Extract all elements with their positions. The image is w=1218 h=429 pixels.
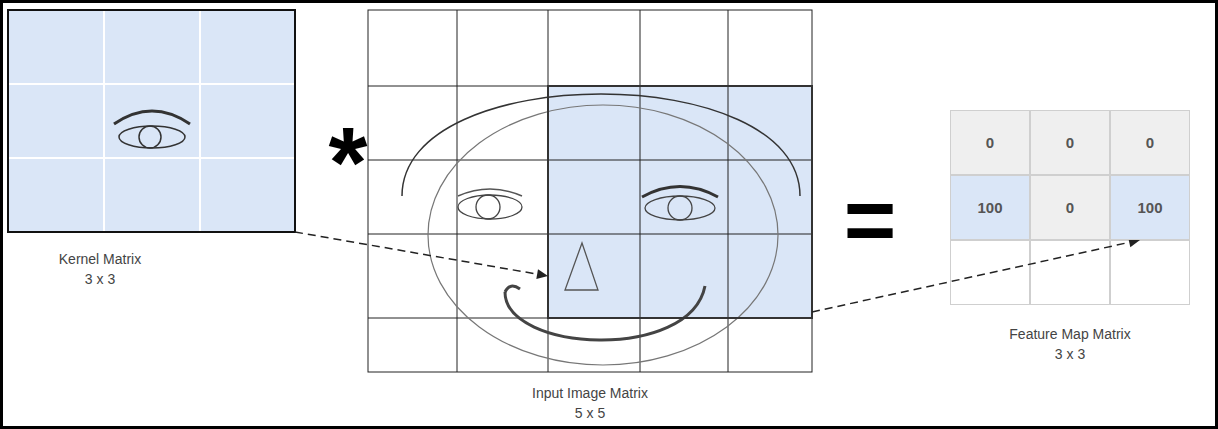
kernel-border	[8, 10, 295, 232]
convolution-operator: *	[308, 112, 388, 212]
matrix-size: 3 x 3	[960, 344, 1180, 364]
cell-value: 0	[1146, 134, 1154, 151]
kernel-fill	[8, 10, 295, 232]
matrix-title: Kernel Matrix	[0, 249, 200, 269]
dashed-arrow	[295, 232, 548, 279]
receptive-field-border	[548, 86, 812, 318]
face-drawing	[402, 94, 800, 365]
cell-value: 0	[1066, 199, 1074, 216]
cell-value: 0	[986, 134, 994, 151]
matrix-size: 3 x 3	[0, 269, 200, 289]
equals-sign: =	[830, 175, 910, 265]
feature-cell: 0	[1110, 110, 1190, 175]
feature-map-matrix: Feature Map Matrix3 x 30001000100	[950, 110, 1190, 305]
matrix-caption: Input Image Matrix5 x 5	[480, 383, 700, 423]
kernel-matrix: Kernel Matrix3 x 3	[8, 10, 295, 232]
matrix-size: 5 x 5	[480, 403, 700, 423]
feature-cell: 0	[950, 110, 1030, 175]
dashed-line	[295, 232, 537, 274]
feature-empty-cells	[951, 241, 1190, 305]
cell-value: 100	[1137, 199, 1162, 216]
matrix-caption: Feature Map Matrix3 x 3	[960, 324, 1180, 364]
kernel-eye	[114, 111, 190, 148]
input-image-matrix: Input Image Matrix5 x 5	[368, 10, 812, 372]
matrix-caption: Kernel Matrix3 x 3	[0, 249, 200, 289]
kernel-grid	[8, 10, 295, 232]
cell-value: 0	[1066, 134, 1074, 151]
matrix-title: Input Image Matrix	[480, 383, 700, 403]
arrow-head	[536, 269, 548, 279]
matrix-title: Feature Map Matrix	[960, 324, 1180, 344]
feature-cell: 0	[1030, 175, 1110, 240]
input-grid	[368, 10, 812, 372]
feature-cell: 100	[1110, 175, 1190, 240]
feature-cell: 100	[950, 175, 1030, 240]
cell-value: 100	[977, 199, 1002, 216]
feature-cell: 0	[1030, 110, 1110, 175]
